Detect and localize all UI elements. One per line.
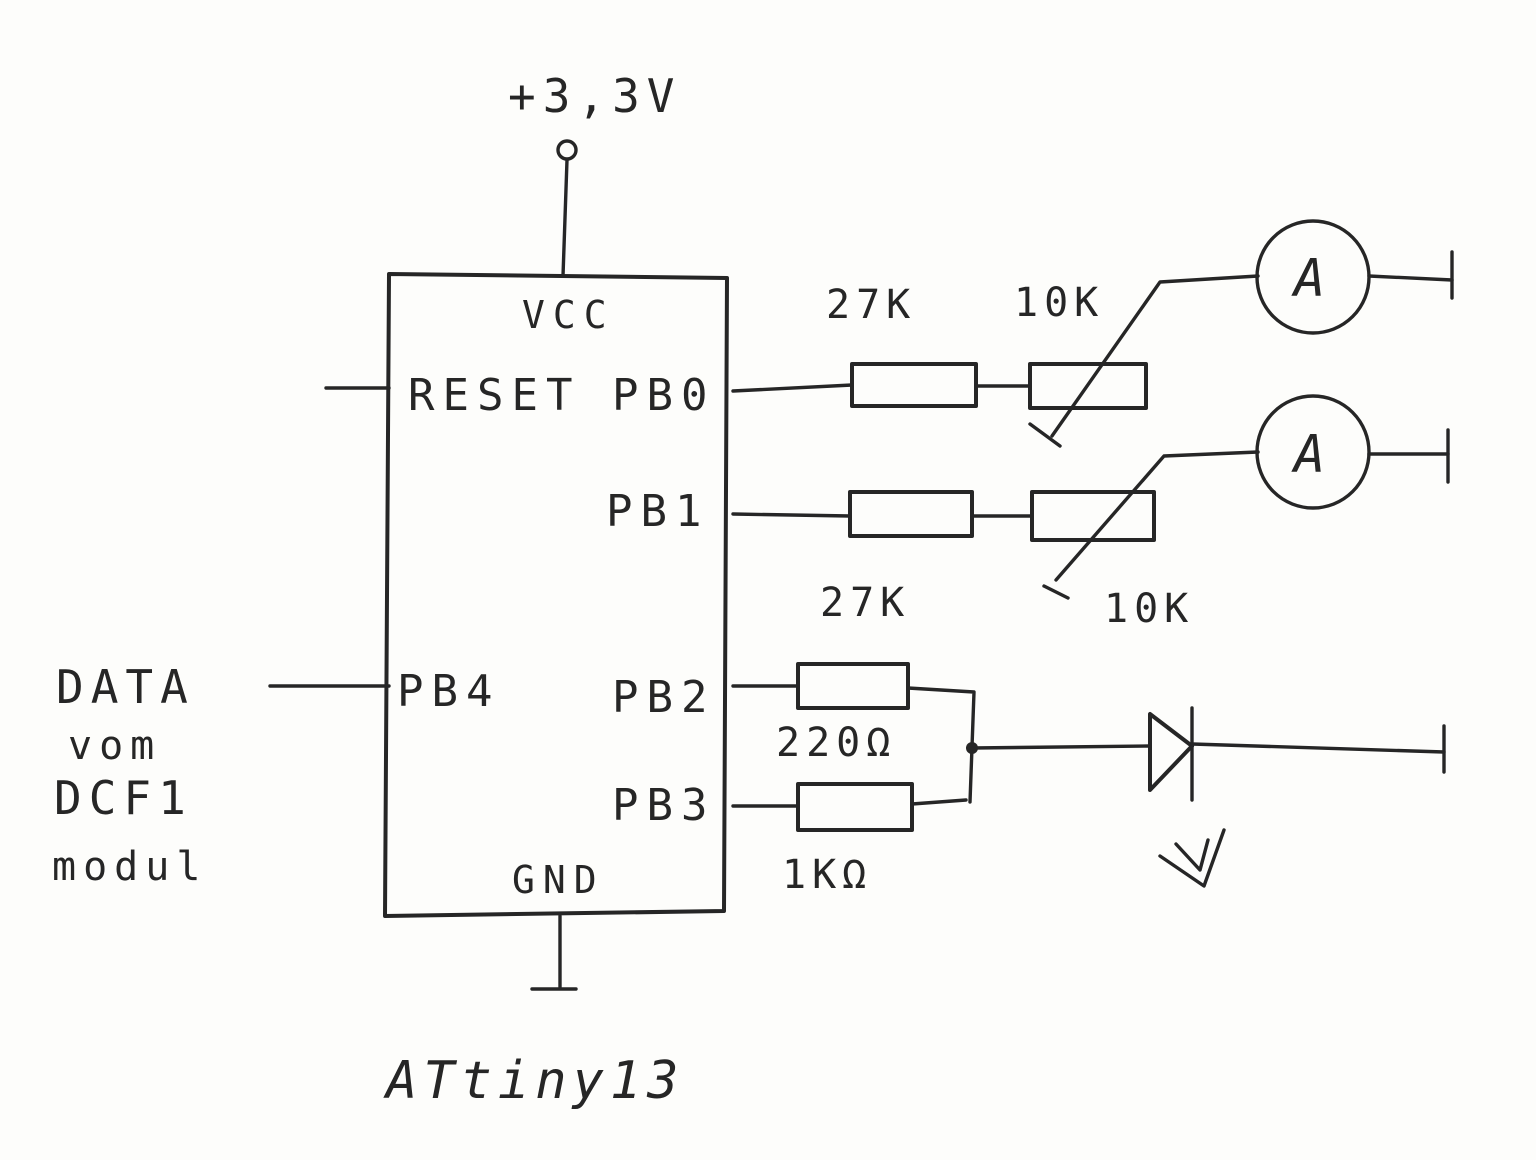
ammeter-1-symbol: A — [1291, 249, 1325, 309]
led-light-arrows — [1158, 828, 1226, 888]
pin-pb3-label: PB3 — [612, 780, 715, 831]
chip-body — [383, 272, 729, 918]
potentiometer-pb0-wiper — [1050, 274, 1260, 438]
ammeter-2-symbol: A — [1291, 425, 1325, 485]
pin-reset-label: RESET — [408, 370, 580, 421]
potentiometer-pb0 — [1028, 362, 1148, 410]
resistor-pb0 — [850, 362, 978, 408]
led-out-wire — [1190, 742, 1446, 754]
data-input-label: DATA vom DCF1 modul — [52, 660, 207, 890]
led-diode — [1148, 712, 1194, 792]
potentiometer-pb1-value: 10K — [1104, 586, 1194, 632]
pb2-out-wire — [906, 686, 976, 804]
supply-wire — [561, 158, 569, 278]
ammeter-2 — [1255, 394, 1371, 510]
pb1-wire — [731, 512, 852, 518]
potentiometer-pb0-wiper-end — [1028, 422, 1062, 448]
potentiometer-pb0-value: 10K — [1014, 280, 1104, 326]
pin-pb2-label: PB2 — [612, 672, 715, 723]
pin-vcc-label: VCC — [522, 293, 615, 337]
pin-pb1-label: PB1 — [606, 486, 709, 537]
potentiometer-pb1 — [1030, 490, 1156, 542]
data-input-line: DATA — [56, 660, 195, 714]
pb3-out-wire — [910, 798, 968, 806]
data-input-line: modul — [52, 844, 207, 890]
resistor-pb2-value: 220Ω — [776, 720, 896, 766]
resistor-pb3-value: 1KΩ — [782, 852, 872, 898]
pin-gnd-label: GND — [512, 858, 605, 902]
led-wire — [970, 744, 1152, 750]
resistor-pb1-value: 27K — [820, 580, 910, 626]
potentiometer-pb1-wiper — [1054, 450, 1260, 582]
pin-pb0-label: PB0 — [612, 370, 715, 421]
supply-label: +3,3V — [508, 69, 681, 123]
pb0-wire — [731, 383, 854, 393]
data-input-line: DCF1 — [54, 771, 193, 825]
pin-pb4-label: PB4 — [397, 666, 500, 717]
resistor-pb0-value: 27K — [826, 282, 916, 328]
chip-name: ATtiny13 — [383, 1051, 684, 1111]
potentiometer-pb1-wiper-end — [1042, 584, 1070, 600]
resistor-pb3 — [796, 782, 914, 832]
resistor-pb1 — [848, 490, 974, 538]
resistor-pb2 — [796, 662, 910, 710]
data-input-line: vom — [68, 723, 161, 769]
ammeter-1-wire — [1367, 274, 1454, 282]
supply-terminal — [556, 139, 578, 161]
